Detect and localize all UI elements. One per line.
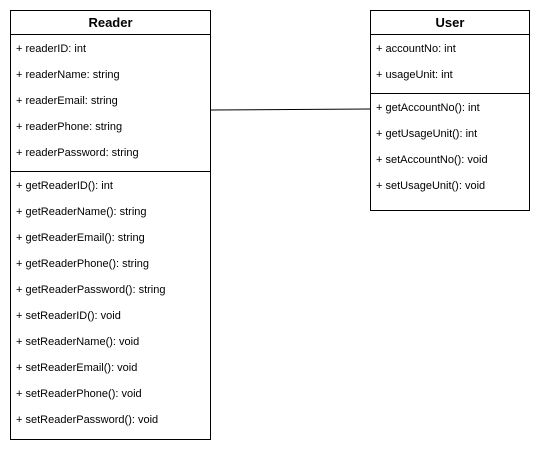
reader-method: + getReaderID(): int bbox=[16, 180, 113, 192]
user-class-name: User bbox=[371, 11, 529, 35]
user-attribute: + accountNo: int bbox=[376, 43, 456, 55]
user-method: + setAccountNo(): void bbox=[376, 154, 488, 166]
reader-method: + getReaderEmail(): string bbox=[16, 232, 145, 244]
reader-method: + getReaderName(): string bbox=[16, 206, 147, 218]
reader-attribute: + readerName: string bbox=[16, 69, 120, 81]
reader-class-box[interactable]: Reader + readerID: int + readerName: str… bbox=[10, 10, 211, 440]
reader-method: + setReaderEmail(): void bbox=[16, 362, 138, 374]
user-methods: + getAccountNo(): int + getUsageUnit(): … bbox=[371, 94, 529, 204]
reader-method: + setReaderName(): void bbox=[16, 336, 140, 348]
reader-attribute: + readerEmail: string bbox=[16, 95, 118, 107]
reader-method: + setReaderPassword(): void bbox=[16, 414, 159, 426]
reader-method: + getReaderPhone(): string bbox=[16, 258, 149, 270]
user-class-box[interactable]: User + accountNo: int + usageUnit: int +… bbox=[370, 10, 530, 211]
reader-method: + setReaderPhone(): void bbox=[16, 388, 142, 400]
reader-methods: + getReaderID(): int + getReaderName(): … bbox=[11, 172, 210, 438]
reader-method: + setReaderID(): void bbox=[16, 310, 121, 322]
user-attributes: + accountNo: int + usageUnit: int bbox=[371, 35, 529, 94]
reader-attributes: + readerID: int + readerName: string + r… bbox=[11, 35, 210, 172]
reader-attribute: + readerID: int bbox=[16, 43, 87, 55]
reader-attribute: + readerPhone: string bbox=[16, 121, 123, 133]
reader-method: + getReaderPassword(): string bbox=[16, 284, 166, 296]
user-method: + getUsageUnit(): int bbox=[376, 128, 478, 140]
user-method: + getAccountNo(): int bbox=[376, 102, 480, 114]
user-attribute: + usageUnit: int bbox=[376, 69, 453, 81]
reader-class-name: Reader bbox=[11, 11, 210, 35]
user-method: + setUsageUnit(): void bbox=[376, 180, 486, 192]
reader-attribute: + readerPassword: string bbox=[16, 147, 139, 159]
reader-user-association bbox=[210, 108, 371, 111]
